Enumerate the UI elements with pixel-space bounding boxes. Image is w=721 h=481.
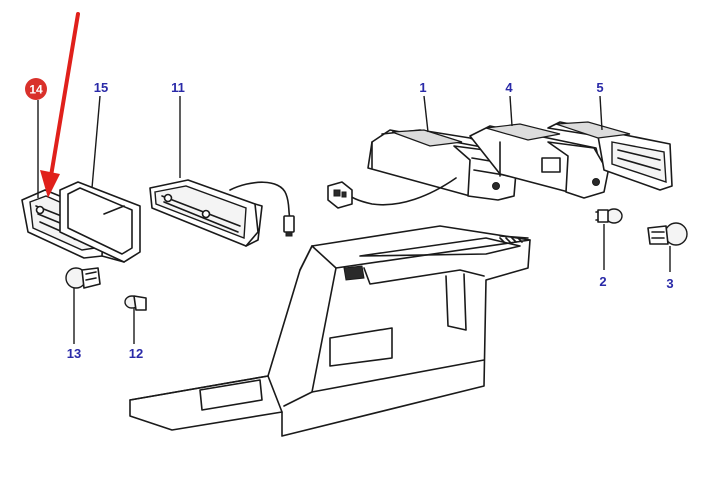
red-pointer-arrow — [40, 12, 80, 198]
part-3-bayonet-bulb — [647, 222, 688, 246]
part-2-wedge-bulb — [595, 208, 623, 224]
part-11-marker-lamp-with-wire — [149, 179, 295, 247]
callout-12: 12 — [129, 346, 143, 361]
callout-14: 14 — [29, 83, 43, 97]
callout-5: 5 — [596, 80, 603, 95]
callout-leader-lines — [37, 95, 671, 344]
leader-1 — [423, 95, 429, 133]
part-4-lamp-unit — [469, 123, 609, 199]
part-13-bayonet-bulb — [65, 267, 101, 289]
leader-4 — [509, 95, 513, 127]
leader-5 — [599, 95, 603, 131]
callout-15: 15 — [94, 80, 108, 95]
callout-4: 4 — [505, 80, 513, 95]
callout-13: 13 — [67, 346, 81, 361]
leader-15 — [91, 95, 101, 189]
part-5-lamp-unit — [547, 121, 673, 191]
callout-3: 3 — [666, 276, 673, 291]
callout-2: 2 — [599, 274, 606, 289]
callout-labels: 14 15 11 1 4 5 2 3 13 12 — [25, 78, 674, 361]
callout-1: 1 — [419, 80, 426, 95]
callout-11: 11 — [171, 80, 185, 95]
callout-14-badge — [25, 78, 47, 100]
carrier-bracket — [129, 225, 531, 437]
part-15-housing-gasket — [59, 181, 141, 263]
part-12-wedge-bulb — [124, 295, 147, 311]
